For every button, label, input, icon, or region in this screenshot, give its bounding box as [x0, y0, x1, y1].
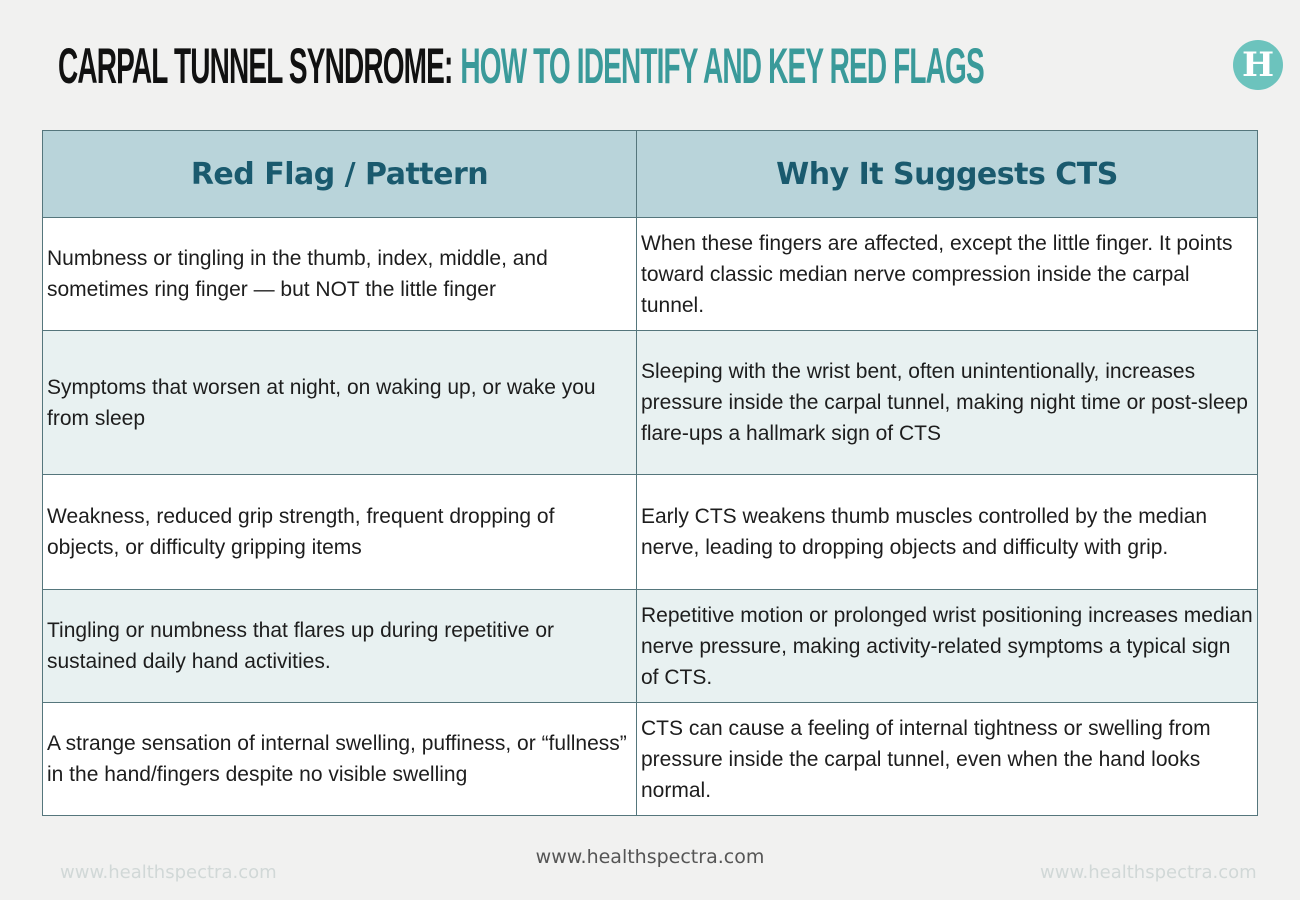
column-header: Why It Suggests CTS	[636, 130, 1258, 218]
table-cell: Repetitive motion or prolonged wrist pos…	[636, 589, 1258, 703]
footer-url: www.healthspectra.com	[535, 846, 765, 868]
table-header-row: Red Flag / Pattern Why It Suggests CTS	[42, 130, 1258, 218]
red-flags-table: Red Flag / Pattern Why It Suggests CTS N…	[42, 130, 1258, 816]
table-cell: Numbness or tingling in the thumb, index…	[42, 217, 637, 331]
title-part1: CARPAL TUNNEL SYNDROME:	[58, 38, 453, 94]
table-row: A strange sensation of internal swelling…	[42, 702, 1258, 816]
table-row: Weakness, reduced grip strength, frequen…	[42, 474, 1258, 590]
table-row: Tingling or numbness that flares up duri…	[42, 589, 1258, 703]
title-part2: HOW TO IDENTIFY AND KEY RED FLAGS	[460, 38, 984, 94]
table-cell: Tingling or numbness that flares up duri…	[42, 589, 637, 703]
logo-icon: H	[1233, 40, 1283, 90]
table-cell: When these fingers are affected, except …	[636, 217, 1258, 331]
table-cell: Early CTS weakens thumb muscles controll…	[636, 474, 1258, 590]
table-row: Symptoms that worsen at night, on waking…	[42, 330, 1258, 475]
table-cell: Weakness, reduced grip strength, frequen…	[42, 474, 637, 590]
table-cell: CTS can cause a feeling of internal tigh…	[636, 702, 1258, 816]
table-cell: Symptoms that worsen at night, on waking…	[42, 330, 637, 475]
page-title: CARPAL TUNNEL SYNDROME: HOW TO IDENTIFY …	[58, 34, 985, 98]
column-header: Red Flag / Pattern	[42, 130, 637, 218]
table-cell: Sleeping with the wrist bent, often unin…	[636, 330, 1258, 475]
table-row: Numbness or tingling in the thumb, index…	[42, 217, 1258, 331]
table-cell: A strange sensation of internal swelling…	[42, 702, 637, 816]
